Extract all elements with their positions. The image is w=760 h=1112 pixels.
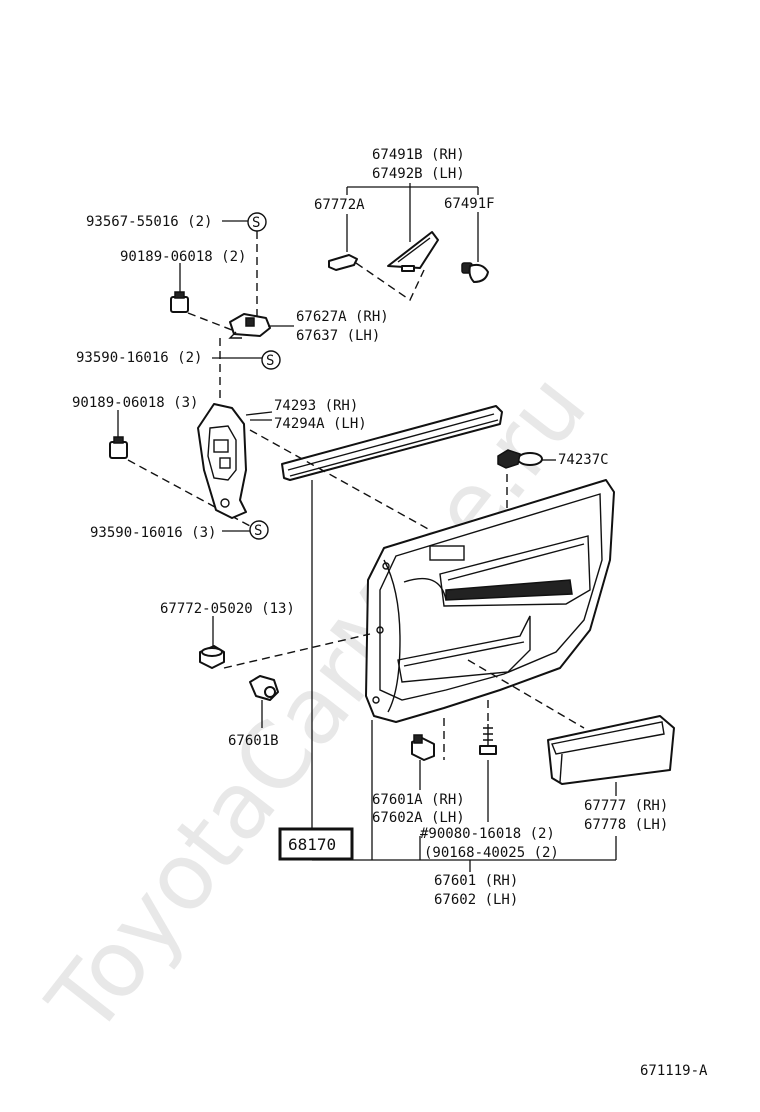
label-74237c: 74237C: [558, 452, 609, 468]
clip-67601a-group: [411, 718, 445, 790]
label-90168: (90168-40025 (2): [424, 845, 559, 861]
label-90189-3: 90189-06018 (3): [72, 395, 198, 411]
label-74293-rh: 74293 (RH): [274, 398, 358, 414]
label-90080: #90080-16018 (2): [420, 826, 555, 842]
symbol-s-icon: S: [261, 350, 281, 370]
label-67601-rh: 67601 (RH): [434, 873, 518, 889]
clip-67601a-icon: [411, 734, 435, 761]
label-93590-2: 93590-16016 (2): [76, 350, 202, 366]
nut-90189-icon: [170, 291, 189, 313]
nut-90189-icon: [109, 436, 128, 459]
screw-74237c-icon: [497, 449, 543, 469]
screw-90080-icon: [479, 724, 497, 755]
label-67637-lh: 67637 (LH): [296, 328, 380, 344]
label-67627a-rh: 67627A (RH): [296, 309, 389, 325]
symbol-s-icon: S: [249, 520, 269, 540]
screw-67491f-icon: [461, 262, 489, 283]
label-67491f: 67491F: [444, 196, 495, 212]
clip-67772-group: [199, 616, 371, 669]
clip-67601b-group: [249, 675, 279, 728]
inside-handle-frame-icon: [197, 403, 247, 519]
main-part-number: 68170: [288, 835, 336, 854]
storage-box-group: [467, 659, 675, 796]
svg-text:S: S: [254, 523, 262, 539]
label-67778-lh: 67778 (LH): [584, 817, 668, 833]
label-67601b: 67601B: [228, 733, 279, 749]
clip-67772a-icon: [328, 254, 358, 271]
label-90189-2: 90189-06018 (2): [120, 249, 246, 265]
label-74294a-lh: 74294A (LH): [274, 416, 367, 432]
label-93567: 93567-55016 (2): [86, 214, 212, 230]
handle-bracket-group: S S S: [109, 212, 294, 540]
diagram-code: 671119-A: [640, 1063, 708, 1079]
assembly-bracket: [312, 720, 617, 872]
part-labels: 67491B (RH) 67492B (LH) 67772A 67491F 93…: [72, 147, 708, 1079]
label-67602a-lh: 67602A (LH): [372, 810, 465, 826]
belt-weatherstrip-group: [249, 405, 503, 860]
label-67601a-rh: 67601A (RH): [372, 792, 465, 808]
symbol-s-icon: S: [247, 212, 267, 232]
screw-90080-group: [479, 700, 497, 822]
mirror-garnish-group: [328, 183, 489, 302]
label-67492b-lh: 67492B (LH): [372, 166, 465, 182]
storage-box-icon: [547, 715, 675, 785]
door-trim-panel-group: [365, 479, 615, 723]
label-67772a: 67772A: [314, 197, 365, 213]
label-67772-05020: 67772-05020 (13): [160, 601, 295, 617]
label-67777-rh: 67777 (RH): [584, 798, 668, 814]
label-93590-3: 93590-16016 (3): [90, 525, 216, 541]
belt-weatherstrip-icon: [281, 405, 503, 481]
clip-67772-icon: [199, 645, 225, 669]
main-part-box: 68170: [278, 827, 354, 861]
clip-67601b-icon: [249, 675, 279, 701]
label-67602-lh: 67602 (LH): [434, 892, 518, 908]
svg-text:S: S: [252, 215, 260, 231]
svg-text:S: S: [266, 353, 274, 369]
bracket-67627a-icon: [228, 313, 271, 339]
label-67491b-rh: 67491B (RH): [372, 147, 465, 163]
